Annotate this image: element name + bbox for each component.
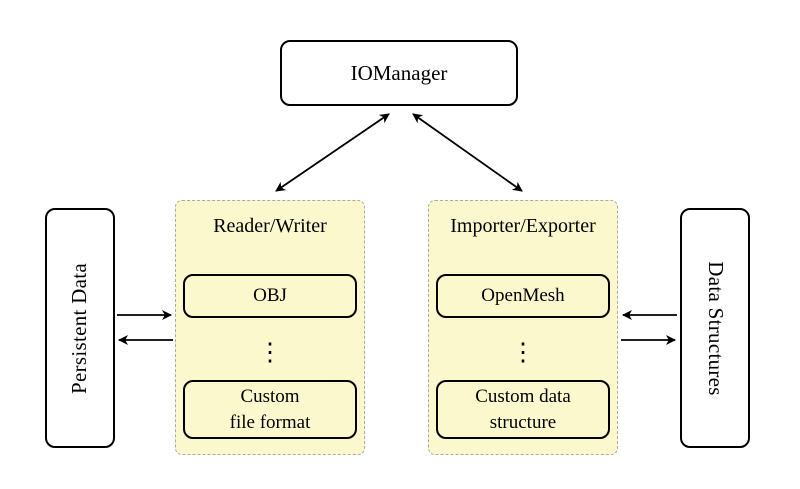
node-persistent-data: Persistent Data: [45, 208, 115, 448]
arrow-iomanager-reader-writer: [275, 113, 390, 192]
group-importer-exporter: Importer/Exporter OpenMesh ⋮ Custom data…: [428, 200, 618, 455]
node-iomanager: IOManager: [280, 40, 518, 106]
group-reader-writer: Reader/Writer OBJ ⋮ Custom file format: [175, 200, 365, 455]
node-data-structures: Data Structures: [680, 208, 750, 448]
importer-exporter-title: Importer/Exporter: [450, 215, 596, 237]
node-custom-data-structure: Custom data structure: [436, 380, 610, 439]
node-openmesh: OpenMesh: [436, 274, 610, 318]
iomanager-label: IOManager: [350, 60, 448, 85]
vertical-ellipsis: ⋮: [510, 338, 536, 366]
node-obj: OBJ: [183, 274, 357, 318]
node-custom-file-format: Custom file format: [183, 380, 357, 439]
persistent-data-label: Persistent Data: [67, 262, 92, 394]
reader-writer-title: Reader/Writer: [213, 215, 327, 237]
data-structures-label: Data Structures: [703, 260, 728, 396]
vertical-ellipsis: ⋮: [257, 338, 283, 366]
arrow-iomanager-importer-exporter: [412, 113, 523, 192]
